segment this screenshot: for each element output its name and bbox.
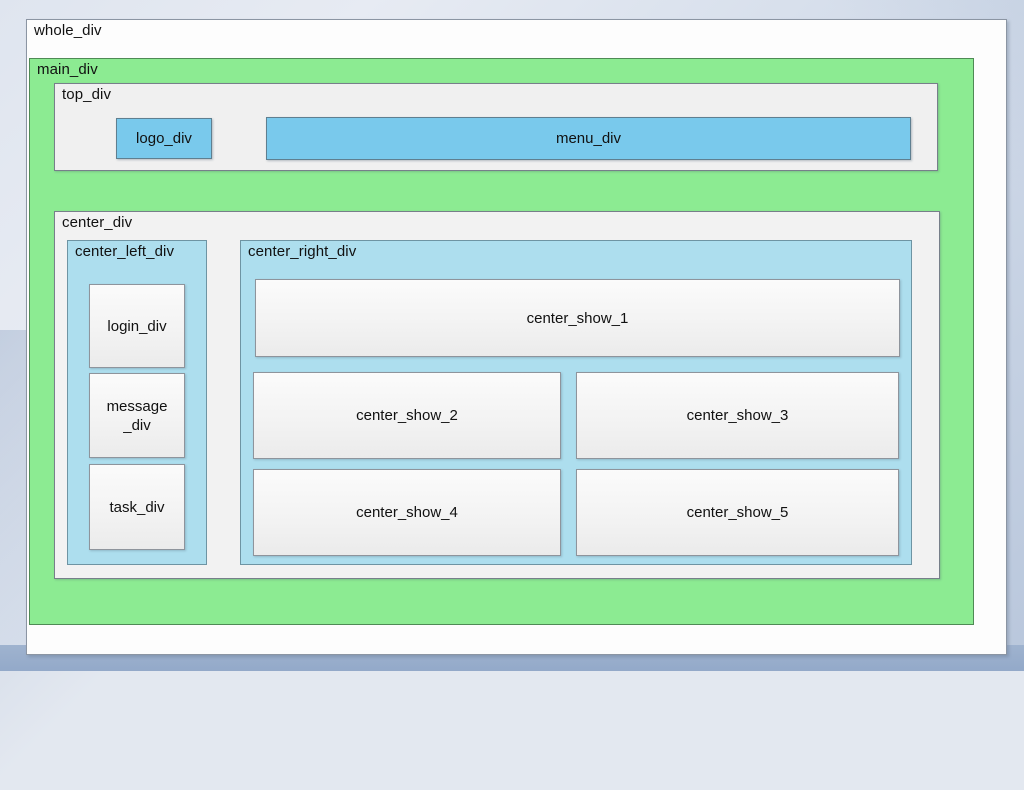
center-left-div-label: center_left_div [75,243,175,260]
main-div-label: main_div [37,61,98,78]
top-div-panel: top_div logo_div menu_div [54,83,938,171]
center-show-4-label: center_show_4 [356,504,458,521]
login-div-label: login_div [107,317,167,335]
center-show-2-label: center_show_2 [356,407,458,424]
menu-div-block[interactable]: menu_div [266,117,911,160]
message-div-label: message_div [106,397,168,434]
main-div-panel: main_div top_div logo_div menu_div cente… [29,58,974,625]
menu-div-label: menu_div [555,130,622,147]
task-div-card[interactable]: task_div [89,464,185,550]
top-div-label: top_div [62,86,112,103]
task-div-label: task_div [109,498,165,516]
message-div-card[interactable]: message_div [89,373,185,458]
center-show-5-card[interactable]: center_show_5 [576,469,899,556]
center-show-3-label: center_show_3 [686,407,789,424]
center-show-4-card[interactable]: center_show_4 [253,469,561,556]
logo-div-label: logo_div [136,130,192,147]
whole-div-label: whole_div [34,22,102,39]
center-show-1-label: center_show_1 [526,309,629,327]
center-left-div-panel: center_left_div login_div message_div ta… [67,240,207,565]
whole-div-panel: whole_div main_div top_div logo_div menu… [26,19,1007,655]
center-right-div-panel: center_right_div center_show_1 center_sh… [240,240,912,565]
center-div-panel: center_div center_left_div login_div mes… [54,211,940,579]
center-show-3-card[interactable]: center_show_3 [576,372,899,459]
center-show-1-card[interactable]: center_show_1 [255,279,900,357]
center-right-div-label: center_right_div [248,243,357,260]
center-div-label: center_div [62,214,133,231]
center-show-2-card[interactable]: center_show_2 [253,372,561,459]
login-div-card[interactable]: login_div [89,284,185,368]
logo-div-block[interactable]: logo_div [116,118,212,159]
center-show-5-label: center_show_5 [686,504,789,521]
